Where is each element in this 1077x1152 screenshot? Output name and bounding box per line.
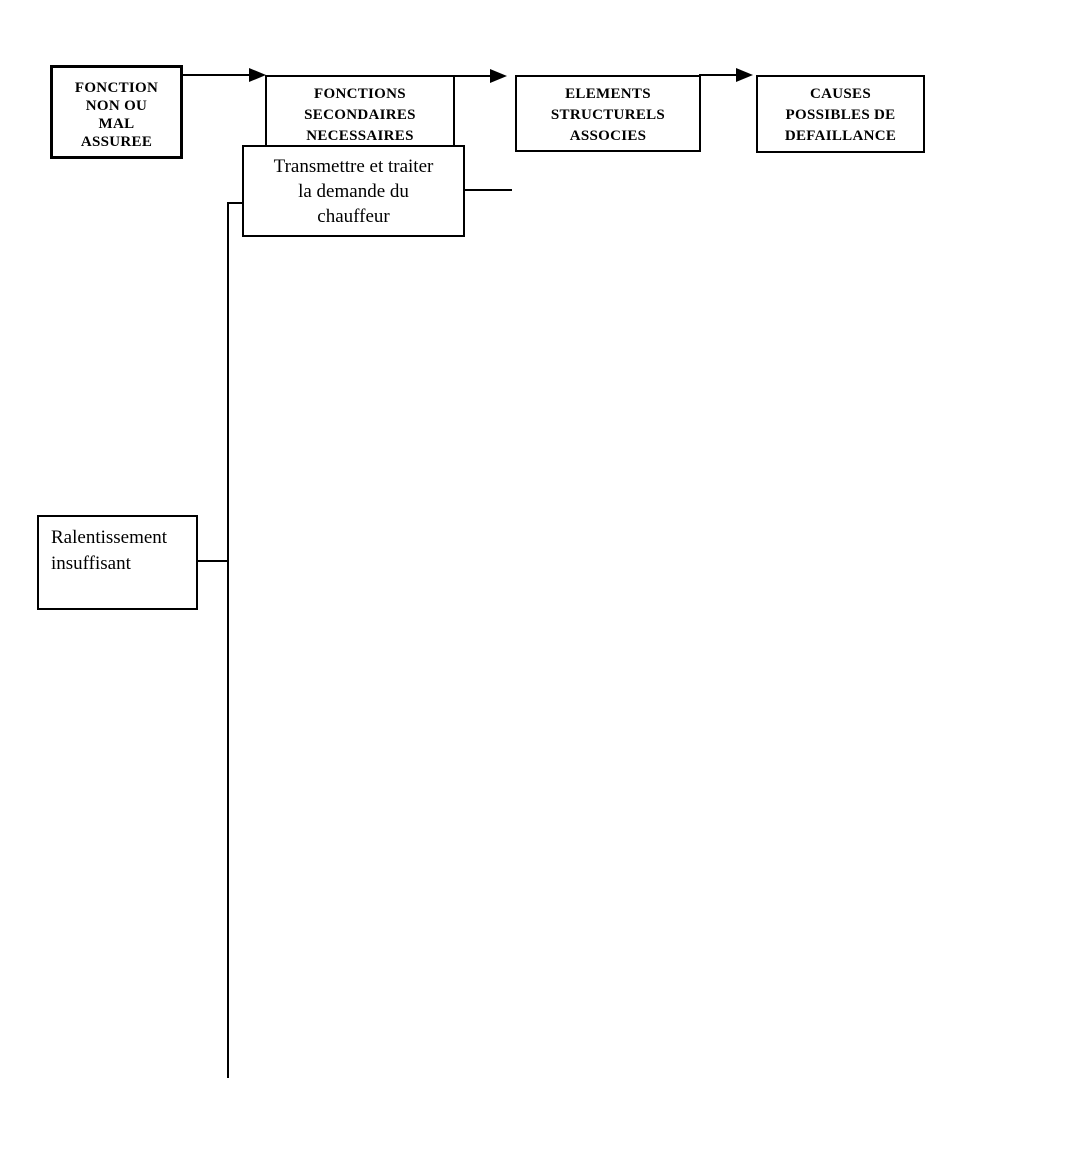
failure-box-line: Ralentissement bbox=[51, 527, 168, 548]
function-box-line: Transmettre et traiter bbox=[273, 156, 434, 177]
header-line: NON OU bbox=[85, 98, 148, 114]
header-line: CAUSES bbox=[810, 86, 871, 102]
arrowhead-right-icon bbox=[736, 68, 753, 82]
arrow-line-3 bbox=[699, 74, 738, 76]
header-box-causes-possibles-de-defaillance: CAUSES POSSIBLES DE DEFAILLANCE bbox=[756, 75, 925, 153]
header-line: MAL bbox=[98, 116, 135, 132]
header-line: DEFAILLANCE bbox=[784, 128, 897, 144]
function-box-line: chauffeur bbox=[317, 206, 390, 227]
header-line: FONCTION bbox=[74, 80, 159, 96]
function-box-line: la demande du bbox=[298, 181, 409, 202]
header-line: FONCTIONS bbox=[314, 86, 406, 102]
header-line: ASSOCIES bbox=[569, 128, 647, 144]
function-box-transmettre: Transmettre et traiter la demande du cha… bbox=[242, 145, 465, 237]
connector-trunk-vertical-line bbox=[227, 202, 229, 1078]
header-box-elements-structurels-associes: ELEMENTS STRUCTURELS ASSOCIES bbox=[515, 75, 701, 152]
arrow-line-2 bbox=[453, 75, 492, 77]
header-box-fonctions-secondaires-necessaires: FONCTIONS SECONDAIRES NECESSAIRES bbox=[265, 75, 455, 153]
header-box-fonction-non-ou-mal-assuree: FONCTION NON OU MAL ASSUREE bbox=[50, 65, 183, 159]
header-line: POSSIBLES DE bbox=[785, 107, 896, 123]
header-line: ELEMENTS bbox=[565, 86, 651, 102]
failure-box-line: insuffisant bbox=[51, 553, 131, 574]
header-line: ASSUREE bbox=[80, 134, 153, 150]
connector-stub-right bbox=[464, 189, 512, 191]
header-line: STRUCTURELS bbox=[550, 107, 666, 123]
arrow-line-1 bbox=[183, 74, 251, 76]
arrowhead-right-icon bbox=[490, 69, 507, 83]
header-line: NECESSAIRES bbox=[306, 128, 414, 144]
header-line: SECONDAIRES bbox=[304, 107, 416, 123]
connector-ralentissement bbox=[197, 560, 228, 562]
connector-stub-left bbox=[227, 202, 243, 204]
failure-box-ralentissement: Ralentissement insuffisant bbox=[37, 515, 198, 610]
arrowhead-right-icon bbox=[249, 68, 266, 82]
